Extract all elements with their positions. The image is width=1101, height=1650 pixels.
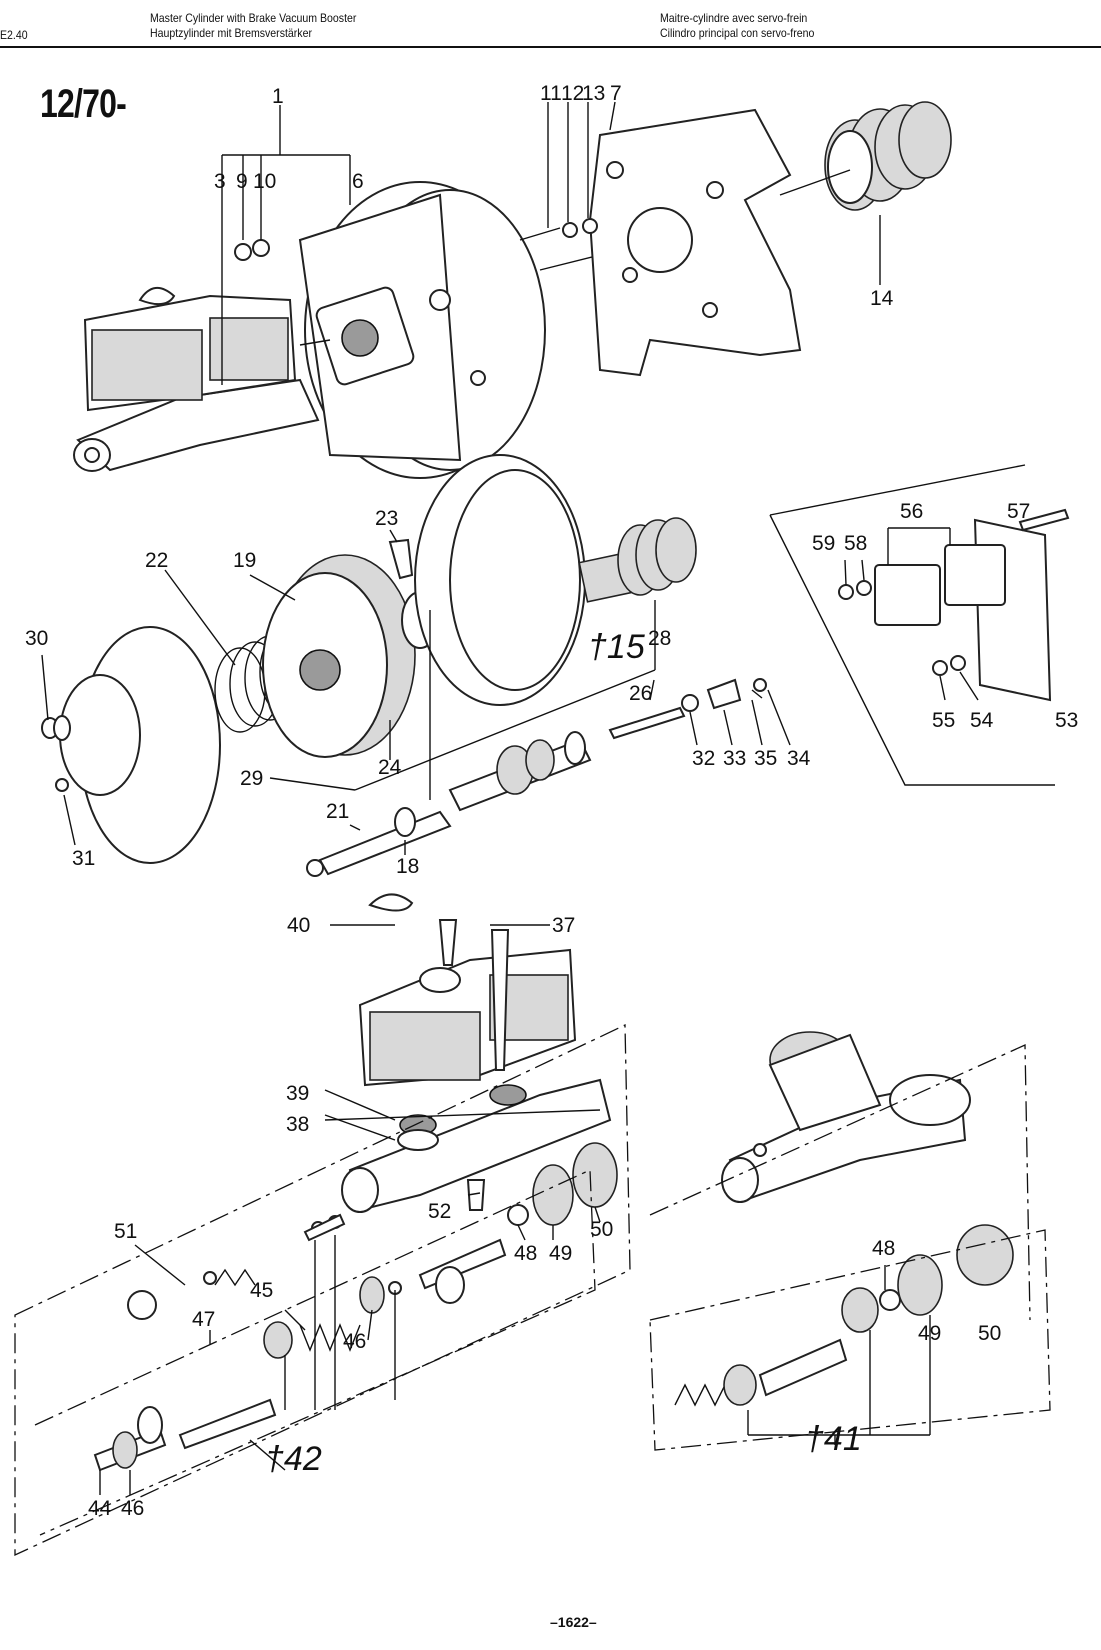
middle-callout-lines bbox=[41, 529, 791, 855]
callout-54: 54 bbox=[970, 709, 994, 732]
callout-14: 14 bbox=[870, 287, 894, 310]
callout-51: 51 bbox=[114, 1220, 137, 1243]
callout-34: 34 bbox=[787, 747, 811, 770]
callout-21: 21 bbox=[326, 800, 349, 823]
title-fr-es: Maitre-cylindre avec servo-frein Cilindr… bbox=[660, 11, 814, 41]
callout-30: 30 bbox=[25, 627, 48, 650]
callout-32: 32 bbox=[692, 747, 715, 770]
callout-19: 19 bbox=[233, 549, 256, 572]
callout-38: 38 bbox=[286, 1113, 309, 1136]
callout-22: 22 bbox=[145, 549, 168, 572]
master-cylinder-42-drawing bbox=[93, 893, 618, 1472]
header-rule bbox=[0, 46, 1101, 48]
callout-3: 3 bbox=[214, 170, 226, 193]
callout-26: 26 bbox=[629, 682, 652, 705]
callout-13: 13 bbox=[582, 82, 605, 105]
model-date-mark: 12/70- bbox=[40, 82, 127, 126]
page-reference: E2.40 bbox=[0, 28, 28, 42]
callout-29: 29 bbox=[240, 767, 263, 790]
callout-42: †42 bbox=[265, 1440, 322, 1478]
inset-bracket-53-59 bbox=[769, 464, 1070, 786]
callout-52: 52 bbox=[428, 1200, 451, 1223]
callout-48-lower: 48 bbox=[872, 1237, 895, 1260]
callout-15: †15 bbox=[588, 628, 645, 666]
callout-6: 6 bbox=[352, 170, 364, 193]
callout-12: 12 bbox=[561, 82, 584, 105]
callout-48-upper: 48 bbox=[514, 1242, 537, 1265]
callout-45: 45 bbox=[250, 1279, 273, 1302]
page-number: –1622– bbox=[550, 1614, 597, 1630]
title-en-de: Master Cylinder with Brake Vacuum Booste… bbox=[150, 11, 356, 41]
callout-7: 7 bbox=[610, 82, 622, 105]
callout-57: 57 bbox=[1007, 500, 1030, 523]
callout-49-upper: 49 bbox=[549, 1242, 572, 1265]
callout-50-lower: 50 bbox=[978, 1322, 1001, 1345]
master-cylinder-41-drawing bbox=[674, 1031, 1014, 1407]
master-cylinder-42-frame bbox=[14, 924, 631, 1557]
callout-9: 9 bbox=[236, 170, 248, 193]
booster-assembly-drawing bbox=[73, 101, 952, 479]
callout-10: 10 bbox=[253, 170, 276, 193]
callout-33: 33 bbox=[723, 747, 746, 770]
title-es: Cilindro principal con servo-freno bbox=[660, 26, 815, 40]
callout-47: 47 bbox=[192, 1308, 215, 1331]
callout-37: 37 bbox=[552, 914, 575, 937]
callout-53: 53 bbox=[1055, 709, 1078, 732]
callout-28: 28 bbox=[648, 627, 671, 650]
callout-40: 40 bbox=[287, 914, 310, 937]
callout-23: 23 bbox=[375, 507, 398, 530]
callout-numbers: 1 3 9 10 6 11 12 13 7 14 23 22 19 30 29 … bbox=[25, 82, 1078, 1520]
title-en: Master Cylinder with Brake Vacuum Booste… bbox=[150, 11, 357, 25]
callout-41: †41 bbox=[805, 1420, 862, 1458]
callout-11: 11 bbox=[540, 82, 562, 105]
title-de: Hauptzylinder mit Bremsverstärker bbox=[150, 26, 312, 40]
callout-59: 59 bbox=[812, 532, 835, 555]
callout-18: 18 bbox=[396, 855, 419, 878]
callout-56: 56 bbox=[900, 500, 923, 523]
top-callout-lines bbox=[221, 101, 881, 385]
title-fr: Maitre-cylindre avec servo-frein bbox=[660, 11, 808, 25]
callout-24: 24 bbox=[378, 756, 402, 779]
booster-internals-drawing bbox=[41, 454, 767, 877]
callout-46-upper: 46 bbox=[343, 1330, 366, 1353]
callout-1: 1 bbox=[272, 85, 284, 108]
callout-50-upper: 50 bbox=[590, 1218, 613, 1241]
callout-49-lower: 49 bbox=[918, 1322, 941, 1345]
callout-46-lower: 46 bbox=[121, 1497, 144, 1520]
callout-55: 55 bbox=[932, 709, 955, 732]
callout-35: 35 bbox=[754, 747, 777, 770]
callout-44: 44 bbox=[88, 1497, 112, 1520]
callout-39: 39 bbox=[286, 1082, 309, 1105]
callout-31: 31 bbox=[72, 847, 95, 870]
callout-58: 58 bbox=[844, 532, 867, 555]
master-cylinder-41-frame bbox=[649, 1043, 1051, 1451]
